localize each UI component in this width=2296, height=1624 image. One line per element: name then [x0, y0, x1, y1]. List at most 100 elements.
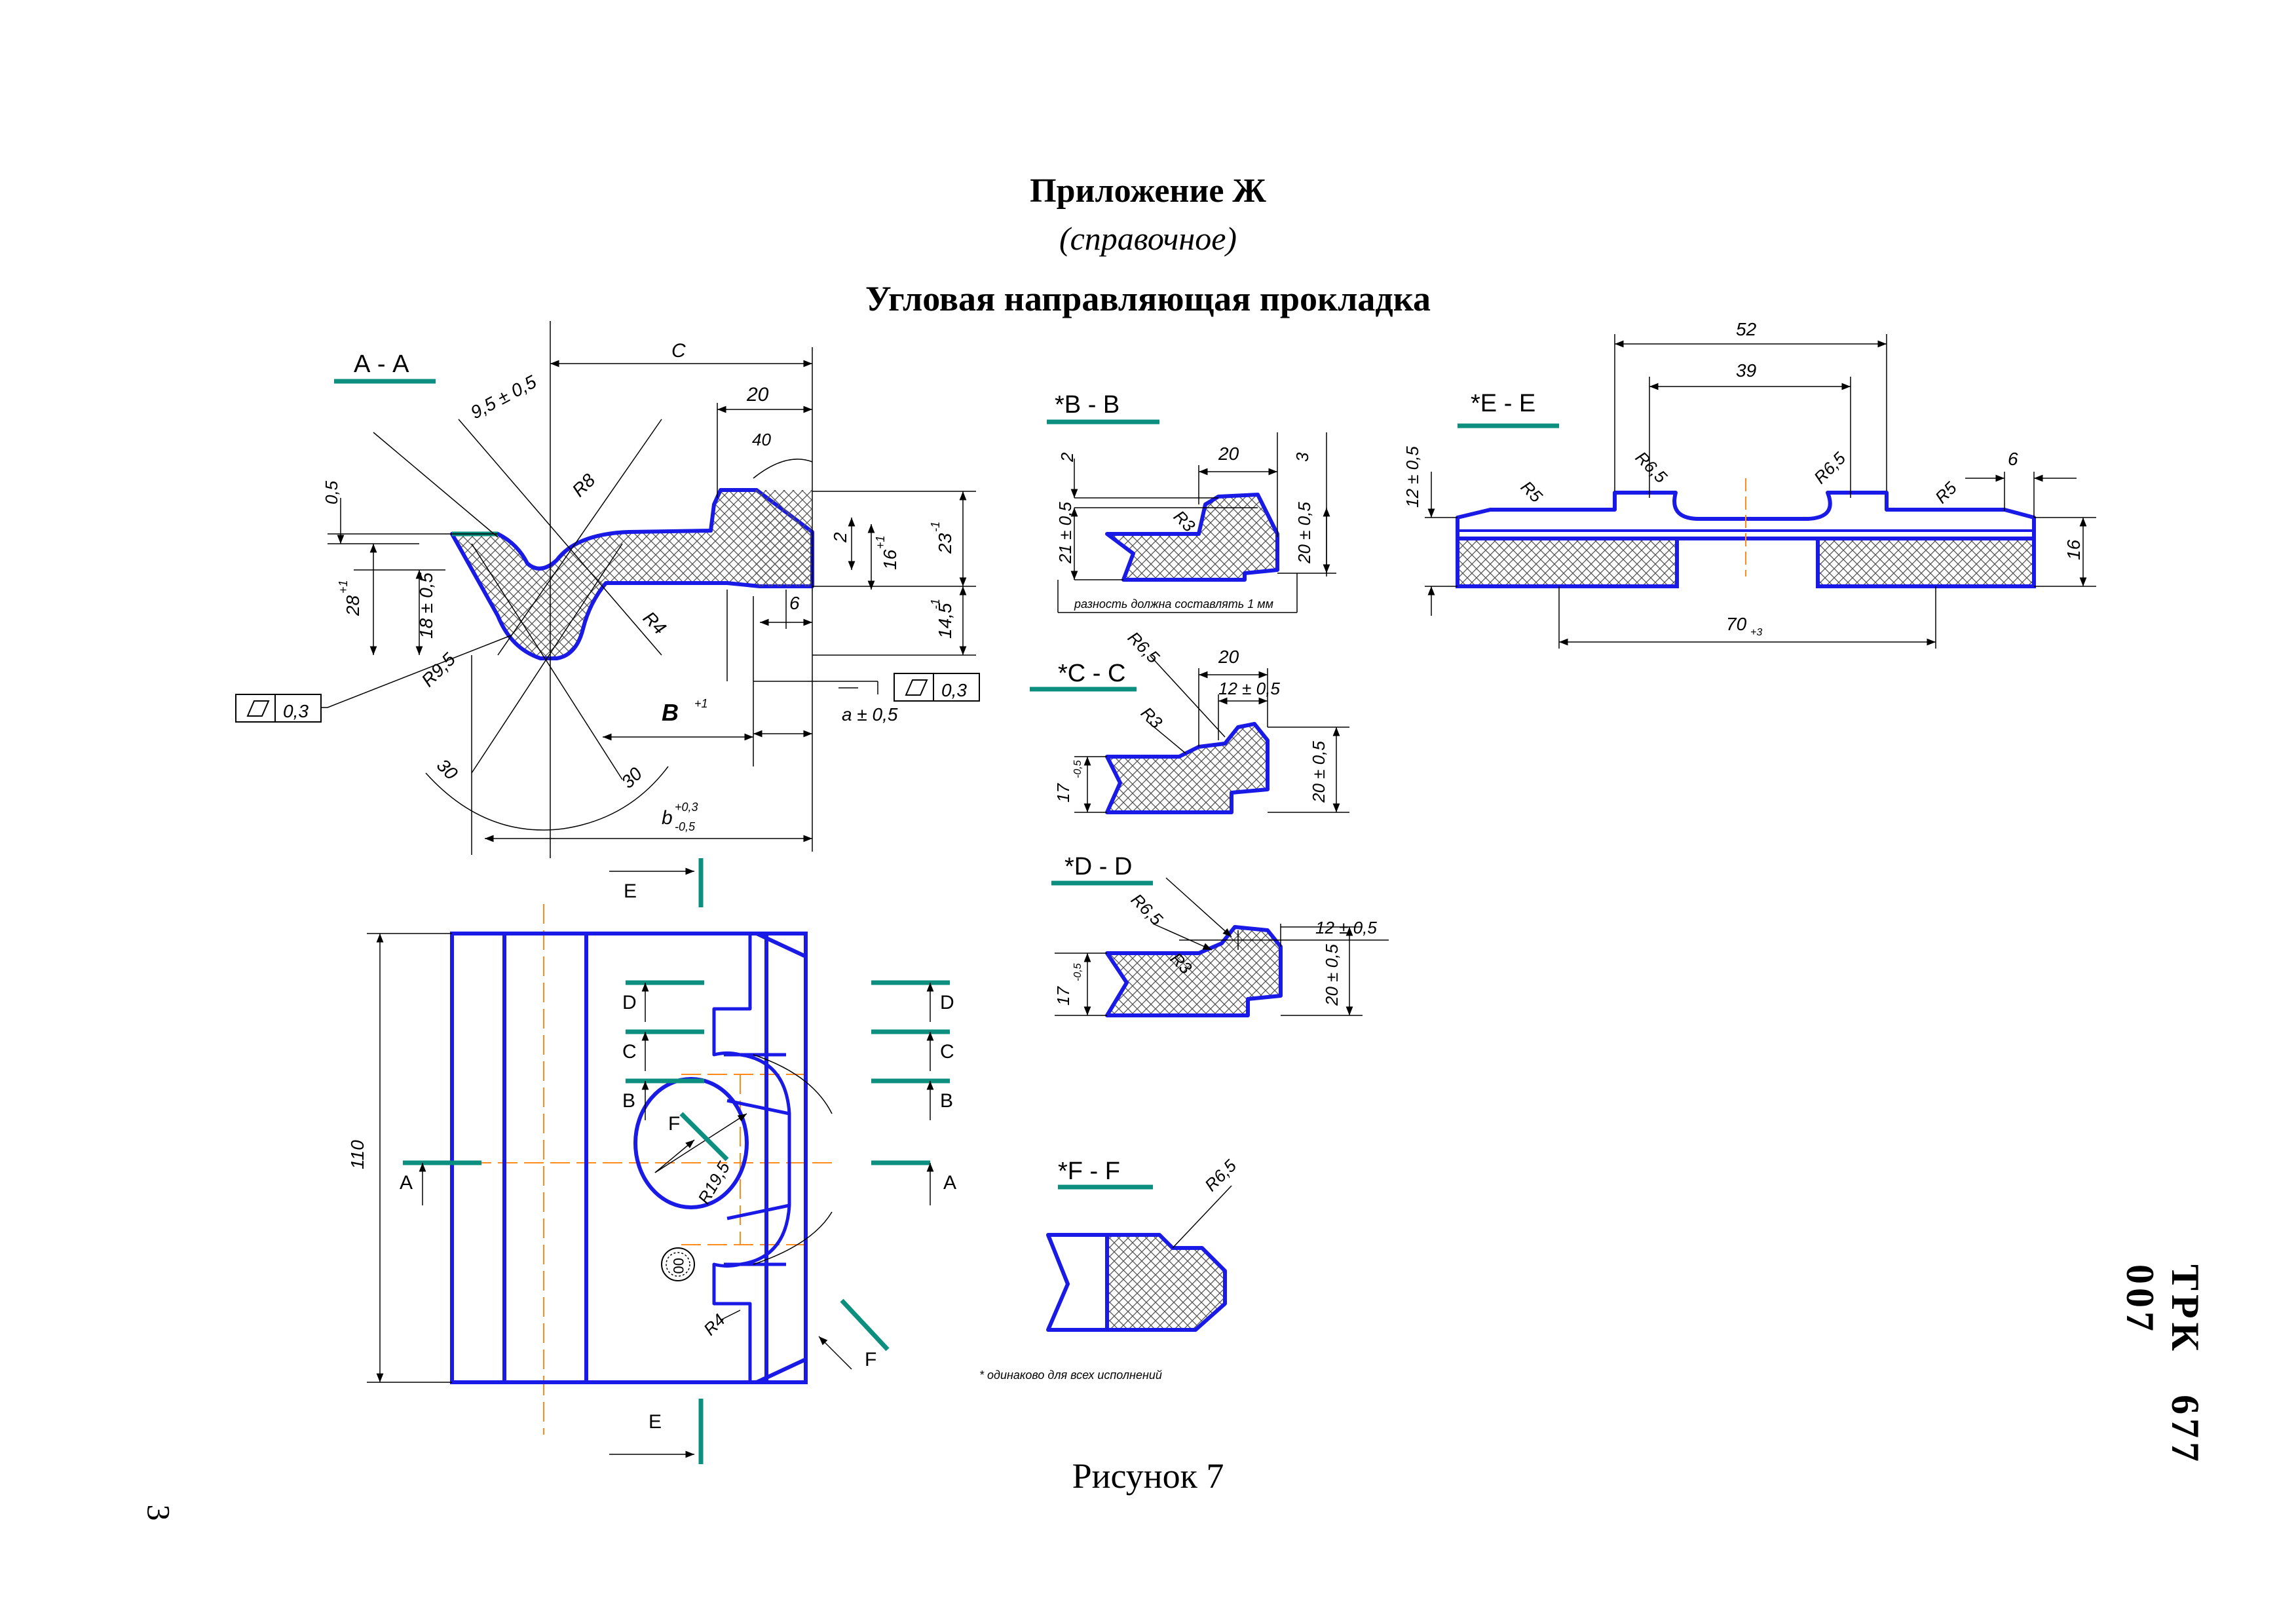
- section-dd-dim-lines: [1055, 877, 1389, 1016]
- dim-a: a ± 0,5: [842, 704, 898, 725]
- section-dd-profile: [1105, 925, 1283, 1017]
- cut-label-b-left: B: [622, 1090, 635, 1112]
- radius-ee-r5-right: R5: [1931, 478, 1961, 507]
- radius-ee-r65-left: R6,5: [1632, 447, 1671, 487]
- section-cc-label: *C - C: [1058, 660, 1125, 687]
- dim-23-tol: -1: [929, 521, 942, 532]
- cut-label-b-right: B: [940, 1090, 953, 1112]
- cut-label-d-left: D: [622, 992, 637, 1013]
- dim-cc-17: 17: [1053, 783, 1073, 803]
- dim-c: C: [671, 340, 686, 362]
- dim-40-angle: 40: [752, 430, 771, 449]
- dim-2: 2: [830, 532, 850, 543]
- section-bb-profile: [1105, 493, 1279, 582]
- angle-b: B: [662, 699, 679, 726]
- section-ff-label: *F - F: [1058, 1158, 1120, 1185]
- radius-cc-r65: R6,5: [1124, 628, 1163, 667]
- dim-b-tol-up: +0,3: [675, 801, 698, 814]
- section-ee-dim-lines: [1425, 334, 2096, 649]
- dim-cc-20v: 20 ± 0,5: [1309, 741, 1328, 803]
- dim-dd-17: 17: [1053, 986, 1073, 1006]
- plan-dim-lines: [367, 933, 833, 1383]
- dim-110: 110: [347, 1140, 367, 1169]
- section-bb: *B - B 20 2 3 21 ± 0,5 20 ± 0,5 R3 разно…: [1047, 391, 1336, 613]
- dim-bb-20: 20: [1218, 444, 1239, 464]
- plan-view: 00 110 R19,5 R4: [347, 858, 956, 1464]
- flatness-value-2: 0,3: [941, 680, 967, 700]
- cut-label-f-top: F: [668, 1113, 680, 1135]
- dim-ee-70: 70: [1726, 614, 1747, 634]
- section-bb-label: *B - B: [1055, 391, 1120, 419]
- radius-ee-r5-left: R5: [1517, 477, 1547, 506]
- section-cc-dim-lines: [1074, 654, 1349, 813]
- plan-inner-profile: [712, 934, 791, 1382]
- angle-b-tol: +1: [694, 697, 708, 710]
- cut-label-e-bottom: E: [649, 1411, 662, 1433]
- dim-16-tol: +1: [874, 535, 887, 549]
- dim-cc-12: 12 ± 0,5: [1218, 679, 1280, 698]
- plan-marking: 00: [670, 1258, 687, 1274]
- flatness-symbol-1: [235, 694, 322, 723]
- radius-r8: R8: [568, 470, 599, 501]
- radius-cc-r3: R3: [1137, 703, 1167, 732]
- radius-r95: R9,5: [417, 649, 459, 690]
- appendix-title: Приложение Ж: [1030, 172, 1266, 210]
- radius-ff-r65: R6,5: [1201, 1156, 1240, 1195]
- section-ee: *E - E: [1402, 319, 2096, 649]
- cut-label-e-top: E: [624, 880, 637, 902]
- dim-slant: 9,5 ± 0,5: [467, 371, 540, 423]
- dim-dd-20v: 20 ± 0,5: [1322, 944, 1342, 1006]
- section-ee-label: *E - E: [1471, 390, 1535, 417]
- document-code: ТРК 677 007: [2118, 1264, 2207, 1466]
- dim-dd-12: 12 ± 0,5: [1315, 918, 1377, 937]
- dim-ee-16: 16: [2063, 539, 2084, 560]
- dim-23: 23: [935, 533, 955, 554]
- dim-ee-6: 6: [2008, 449, 2018, 469]
- dim-ee-70-tol: +3: [1750, 627, 1762, 638]
- dim-bb-3: 3: [1292, 452, 1312, 462]
- dim-0-5: 0,5: [322, 480, 341, 504]
- dim-18: 18 ± 0,5: [416, 573, 436, 639]
- flatness-symbol-2: [894, 673, 980, 702]
- dim-14-5-tol: -1: [929, 599, 942, 609]
- radius-plan-r4: R4: [700, 1310, 729, 1340]
- cut-label-a-right: A: [943, 1172, 956, 1194]
- bb-note: разность должна составлять 1 мм: [1074, 597, 1273, 611]
- angle-30-right: 30: [617, 763, 646, 792]
- drawing-title: Угловая направляющая прокладка: [865, 279, 1431, 318]
- cut-label-c-right: C: [940, 1041, 954, 1063]
- cut-label-d-right: D: [940, 992, 954, 1013]
- dim-bb-2: 2: [1057, 452, 1077, 463]
- dim-20: 20: [746, 384, 769, 406]
- flatness-value-1: 0,3: [283, 701, 309, 721]
- section-dd: *D - D R6,5 12 ± 0,5 R3 17 -0,5 20 ± 0,5: [1051, 853, 1389, 1017]
- section-aa-label: А - А: [354, 350, 409, 378]
- cut-direction-arrows: [419, 867, 934, 1458]
- radius-bb-r3: R3: [1170, 506, 1199, 536]
- dim-16: 16: [880, 549, 900, 570]
- plan-outline: [450, 932, 808, 1384]
- dim-ee-39: 39: [1736, 360, 1756, 381]
- section-ff: *F - F R6,5: [1046, 1156, 1240, 1332]
- cut-label-f-bottom: F: [865, 1349, 876, 1370]
- note-common: * одинаково для всех исполнений: [979, 1369, 1162, 1382]
- dim-ee-12: 12 ± 0,5: [1402, 446, 1422, 508]
- dim-cc-20: 20: [1218, 647, 1239, 667]
- dim-28-tol: +1: [337, 580, 350, 594]
- dim-6: 6: [789, 593, 800, 613]
- appendix-subtitle: (справочное): [1059, 220, 1237, 257]
- cut-label-c-left: C: [622, 1041, 637, 1063]
- section-cc-profile: [1105, 722, 1270, 814]
- dim-ee-52: 52: [1736, 319, 1757, 339]
- section-dd-label: *D - D: [1064, 853, 1132, 880]
- dim-cc-17-tol: -0,5: [1072, 760, 1083, 778]
- page-number: 3: [140, 1504, 178, 1521]
- dim-bb-20v: 20 ± 0,5: [1294, 502, 1314, 564]
- section-bb-dim-lines: [1057, 432, 1336, 613]
- section-aa: А - А: [235, 321, 980, 858]
- radius-ee-r65-right: R6,5: [1810, 448, 1849, 487]
- figure-caption: Рисунок 7: [1072, 1456, 1224, 1496]
- plan-marking-circle: [661, 1247, 695, 1281]
